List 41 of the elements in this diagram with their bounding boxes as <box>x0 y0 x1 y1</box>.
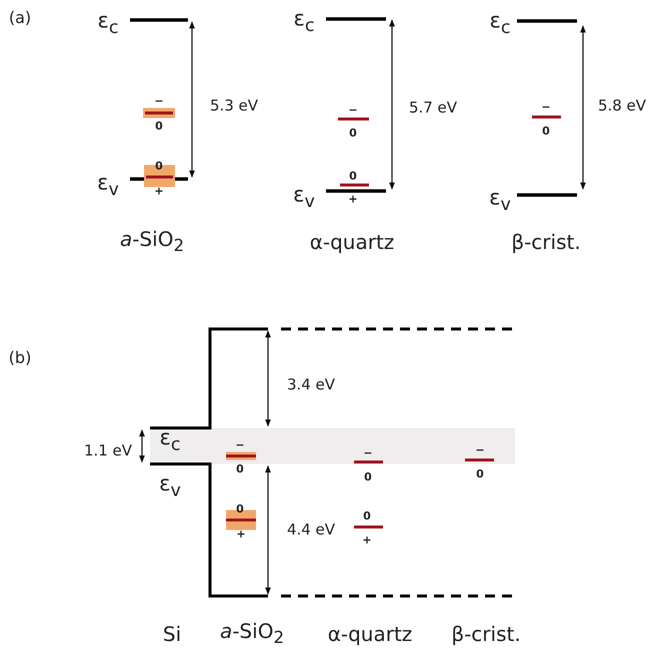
charge-state-label: 0 <box>349 128 357 138</box>
energy-level-label: ε$_{v}$ <box>97 172 119 200</box>
panel-label: (b) <box>8 350 32 366</box>
gap-value: 5.7 eV <box>408 100 458 116</box>
material-label: α-quartz <box>310 232 394 252</box>
material-label: Si <box>162 624 182 644</box>
gap-value: 3.4 eV <box>286 378 336 392</box>
charge-state-label: 0 <box>349 170 357 182</box>
charge-state-label: 0 <box>363 510 371 522</box>
material-label: β-crist. <box>451 624 521 644</box>
energy-level-label: ε$_{c}$ <box>160 428 180 454</box>
charge-state-label: 0 <box>236 464 244 474</box>
charge-state-label: 0 <box>155 120 163 132</box>
charge-state-label: − <box>348 104 358 116</box>
charge-state-label: + <box>362 534 372 546</box>
charge-state-label: + <box>348 194 358 204</box>
charge-state-label: − <box>541 102 551 112</box>
energy-level-label: ε$_{v}$ <box>159 474 181 500</box>
material-label: α-quartz <box>328 624 412 644</box>
charge-state-label: + <box>154 186 164 196</box>
gap-value: 5.3 eV <box>210 98 258 114</box>
energy-level-label: ε$_{v}$ <box>489 188 511 214</box>
charge-state-label: − <box>363 448 373 458</box>
gap-value: 5.8 eV <box>598 98 646 114</box>
material-label: a-SiO$_{2}$ <box>120 229 184 255</box>
gap-value: 4.4 eV <box>286 522 336 538</box>
energy-level-label: ε$_{c}$ <box>98 10 118 38</box>
charge-state-label: − <box>475 444 485 456</box>
charge-state-label: 0 <box>542 126 550 136</box>
energy-level-label: ε$_{v}$ <box>293 184 315 212</box>
gap-value: 1.1 eV <box>84 444 132 458</box>
charge-state-label: − <box>235 440 245 450</box>
charge-state-label: − <box>154 96 164 106</box>
material-label: a-SiO$_{2}$ <box>220 621 284 647</box>
charge-state-label: 0 <box>364 472 372 482</box>
charge-state-label: + <box>236 528 246 540</box>
material-label: β-crist. <box>511 232 581 252</box>
panel-label: (a) <box>8 10 32 26</box>
charge-state-label: 0 <box>476 468 484 480</box>
energy-level-label: ε$_{c}$ <box>490 10 510 38</box>
energy-level-label: ε$_{c}$ <box>294 8 314 36</box>
